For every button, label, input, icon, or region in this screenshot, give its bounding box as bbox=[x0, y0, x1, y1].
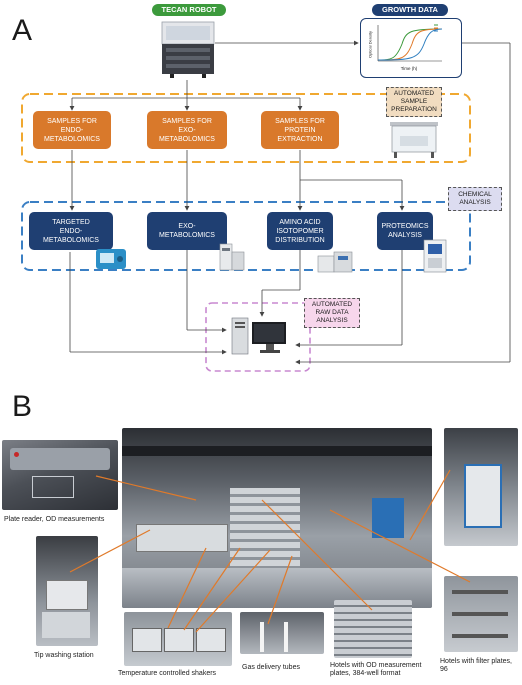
gas-tubes-photo bbox=[240, 612, 324, 654]
chemical-analysis-tag: CHEMICAL ANALYSIS bbox=[448, 187, 502, 211]
hotels-filter-photo bbox=[444, 576, 518, 652]
growth-data-label: GROWTH DATA bbox=[372, 4, 448, 16]
gc-ms-instrument-icon bbox=[317, 251, 353, 273]
shaker-unit-1 bbox=[132, 628, 162, 652]
hotels-od-photo bbox=[334, 600, 412, 658]
panel-a-connectors bbox=[21, 40, 511, 372]
deck-blue-arm bbox=[372, 498, 404, 538]
raw-data-region bbox=[205, 302, 311, 372]
caption-plate-reader: Plate reader, OD measurements bbox=[4, 516, 105, 523]
growth-curve-panel bbox=[360, 18, 462, 78]
samples-exo-metabolomics: SAMPLES FOR EXO- METABOLOMICS bbox=[147, 111, 227, 149]
caption-tip-washing: Tip washing station bbox=[34, 652, 94, 659]
samples-endo-metabolomics: SAMPLES FOR ENDO- METABOLOMICS bbox=[33, 111, 111, 149]
hotel-top-right-photo bbox=[444, 428, 518, 546]
plate-reader-instrument-icon bbox=[96, 249, 126, 269]
hotel-top-right-frame bbox=[464, 464, 502, 528]
gas-tube-1 bbox=[260, 622, 264, 652]
proteomics-ms-instrument-icon bbox=[423, 239, 447, 273]
caption-hotels-filter: Hotels with filter plates, 96 bbox=[440, 658, 512, 673]
chemical-analysis-region bbox=[21, 201, 471, 271]
tip-washing-photo bbox=[36, 536, 98, 646]
robot-deck-photo bbox=[122, 428, 432, 608]
growth-y-axis-label: Optical Density bbox=[367, 31, 373, 58]
shakers-photo bbox=[124, 612, 232, 666]
samples-protein-extraction: SAMPLES FOR PROTEIN EXTRACTION bbox=[261, 111, 339, 149]
tecan-robot-image bbox=[161, 21, 215, 78]
panel-a-letter: A bbox=[12, 14, 33, 47]
lc-ms-instrument-icon bbox=[219, 243, 245, 271]
shaker-unit-2 bbox=[164, 628, 194, 652]
automated-raw-data-analysis-tag: AUTOMATED RAW DATA ANALYSIS bbox=[304, 298, 360, 328]
deck-top-rail bbox=[122, 446, 432, 456]
targeted-endo-metabolomics: TARGETED ENDO- METABOLOMICS bbox=[29, 212, 113, 250]
tip-washing-base bbox=[42, 612, 90, 638]
sample-prep-machine-image bbox=[390, 122, 438, 158]
gas-tube-2 bbox=[284, 622, 288, 652]
automated-sample-preparation-tag: AUTOMATED SAMPLE PREPARATION bbox=[386, 87, 442, 117]
filter-shelf-2 bbox=[452, 612, 508, 616]
plate-reader-slot bbox=[32, 476, 74, 498]
filter-shelf-1 bbox=[452, 590, 508, 594]
deck-shaker-row bbox=[136, 524, 228, 552]
plate-reader-lid bbox=[10, 448, 110, 470]
caption-gas: Gas delivery tubes bbox=[242, 664, 300, 671]
tecan-robot-label: TECAN ROBOT bbox=[152, 4, 226, 16]
shaker-unit-3 bbox=[196, 628, 226, 652]
exo-metabolomics: EXO- METABOLOMICS bbox=[147, 212, 227, 250]
caption-shakers: Temperature controlled shakers bbox=[118, 670, 217, 677]
filter-shelf-3 bbox=[452, 634, 508, 638]
caption-hotels-od: Hotels with OD measurement plates, 384-w… bbox=[330, 662, 422, 677]
plate-reader-photo bbox=[2, 440, 118, 510]
growth-curve-plot bbox=[377, 24, 443, 62]
tip-washing-rack bbox=[46, 580, 88, 610]
plate-reader-brand-dot bbox=[14, 452, 19, 457]
computer-icon bbox=[231, 317, 286, 355]
proteomics-analysis: PROTEOMICS ANALYSIS bbox=[377, 212, 433, 250]
amino-acid-isotopomer-distribution: AMINO ACID ISOTOPOMER DISTRIBUTION bbox=[267, 212, 333, 250]
panel-b-letter: B bbox=[12, 390, 33, 423]
growth-x-axis-label: Time (h) bbox=[400, 66, 418, 71]
deck-hotel-stack bbox=[230, 488, 300, 568]
sample-prep-region bbox=[21, 93, 471, 163]
